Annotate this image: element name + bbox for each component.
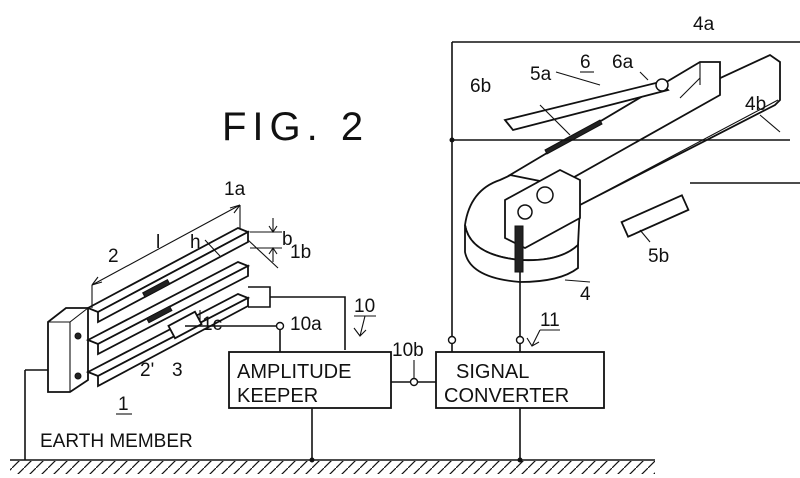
ref-10b: 10b bbox=[392, 340, 424, 361]
amplitude-keeper-line1: AMPLITUDE bbox=[237, 361, 351, 383]
left-tuning-fork bbox=[47, 204, 282, 393]
ref-4: 4 bbox=[580, 284, 591, 305]
ref-l: l bbox=[156, 232, 160, 253]
ref-6: 6 bbox=[580, 52, 591, 73]
leader-lines bbox=[353, 71, 781, 347]
earth-member-ground bbox=[10, 459, 655, 474]
ref-5a: 5a bbox=[530, 64, 552, 85]
figure-title: FIG. 2 bbox=[222, 105, 369, 149]
amplitude-keeper-line2: KEEPER bbox=[237, 385, 318, 407]
signal-converter-line1: SIGNAL bbox=[456, 361, 529, 383]
right-fork-wiring bbox=[447, 41, 800, 352]
signal-converter-block bbox=[435, 351, 605, 409]
ref-10: 10 bbox=[354, 296, 375, 317]
ref-2: 2 bbox=[108, 246, 119, 267]
ref-3: 3 bbox=[172, 360, 183, 381]
left-fork-wiring bbox=[24, 286, 346, 460]
ref-5b: 5b bbox=[648, 246, 669, 267]
earth-member-label: EARTH MEMBER bbox=[40, 431, 193, 452]
right-tuning-fork bbox=[464, 53, 781, 283]
ref-10a: 10a bbox=[290, 314, 322, 335]
ref-4b: 4b bbox=[745, 94, 766, 115]
bar-6 bbox=[503, 71, 670, 132]
ref-b: b bbox=[282, 229, 293, 250]
ref-1a: 1a bbox=[224, 179, 246, 200]
ref-11: 11 bbox=[540, 310, 560, 331]
ref-h: h bbox=[190, 232, 201, 253]
ref-2-prime: 2' bbox=[140, 360, 154, 381]
signal-converter-line2: CONVERTER bbox=[444, 385, 569, 407]
reference-labels: 1a 1b 1c 1 2 2' 3 l h b 10 10a 10b 11 4 … bbox=[108, 14, 766, 415]
ref-6b: 6b bbox=[470, 76, 491, 97]
underline-marks bbox=[116, 71, 594, 415]
ref-1: 1 bbox=[118, 394, 129, 415]
connection-10b bbox=[391, 360, 436, 387]
ref-1c: 1c bbox=[202, 314, 222, 335]
amplitude-keeper-block bbox=[228, 351, 392, 409]
ref-6a: 6a bbox=[612, 52, 634, 73]
block-ground-wires bbox=[309, 408, 523, 463]
ref-1b: 1b bbox=[290, 242, 311, 263]
ref-4a: 4a bbox=[693, 14, 715, 35]
